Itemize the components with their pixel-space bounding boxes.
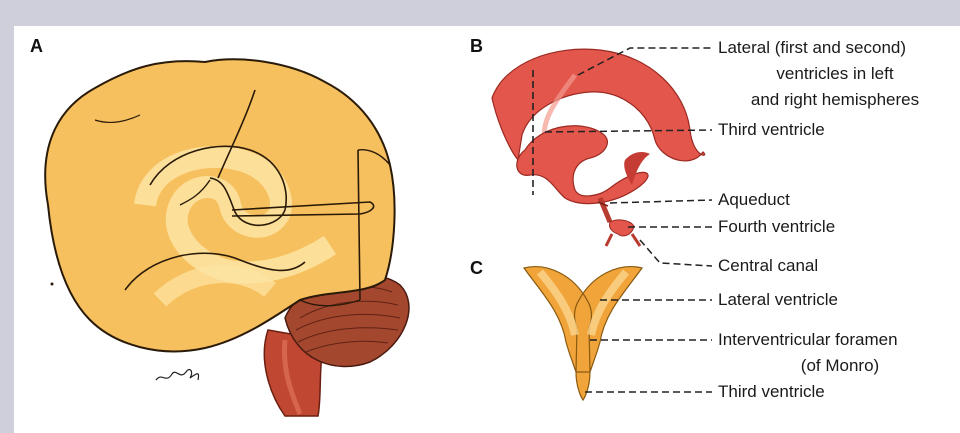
panel-label-a: A — [30, 36, 43, 57]
label-aqueduct: Aqueduct — [718, 190, 790, 210]
panel-label-b: B — [470, 36, 483, 57]
label-lateral-ventricle-c: Lateral ventricle — [718, 290, 838, 310]
label-lateral-ventricles-line3: and right hemispheres — [751, 90, 919, 110]
label-lateral-ventricles-line2: ventricles in left — [776, 64, 893, 84]
label-third-ventricle-c: Third ventricle — [718, 382, 825, 402]
label-interventricular-foramen-line2: (of Monro) — [801, 356, 879, 376]
ventricles-orange — [524, 267, 642, 400]
panel-label-c: C — [470, 258, 483, 279]
label-third-ventricle-b: Third ventricle — [718, 120, 825, 140]
artist-signature — [156, 370, 199, 380]
ventricles-red — [492, 49, 705, 246]
label-fourth-ventricle: Fourth ventricle — [718, 217, 835, 237]
label-interventricular-foramen-line1: Interventricular foramen — [718, 330, 898, 350]
label-central-canal: Central canal — [718, 256, 818, 276]
label-lateral-ventricles-line1: Lateral (first and second) — [718, 38, 906, 58]
